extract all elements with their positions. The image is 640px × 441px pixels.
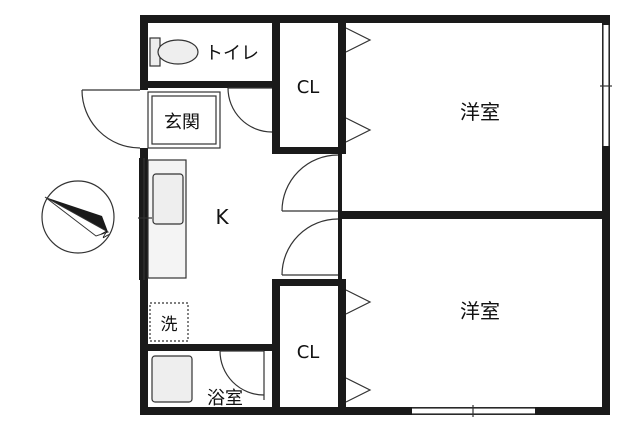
- entrance-label: 玄関: [164, 112, 200, 133]
- sink-fixture: [152, 173, 184, 225]
- closet-top-label: CL: [297, 77, 320, 98]
- closet-bottom-label: CL: [297, 342, 320, 363]
- bathtub-fixture: [151, 355, 193, 403]
- walls: [140, 15, 610, 415]
- bathroom-label: 浴室: [207, 388, 243, 409]
- compass: N: [41, 180, 115, 254]
- western-room-bottom-label: 洋室: [460, 299, 500, 323]
- compass-north-label: N: [98, 230, 110, 241]
- washer-label: 洗: [161, 315, 178, 335]
- toilet-label: トイレ: [205, 43, 259, 64]
- toilet-icon: [149, 37, 199, 67]
- western-room-top-label: 洋室: [460, 100, 500, 124]
- kitchen-label: K: [215, 205, 229, 229]
